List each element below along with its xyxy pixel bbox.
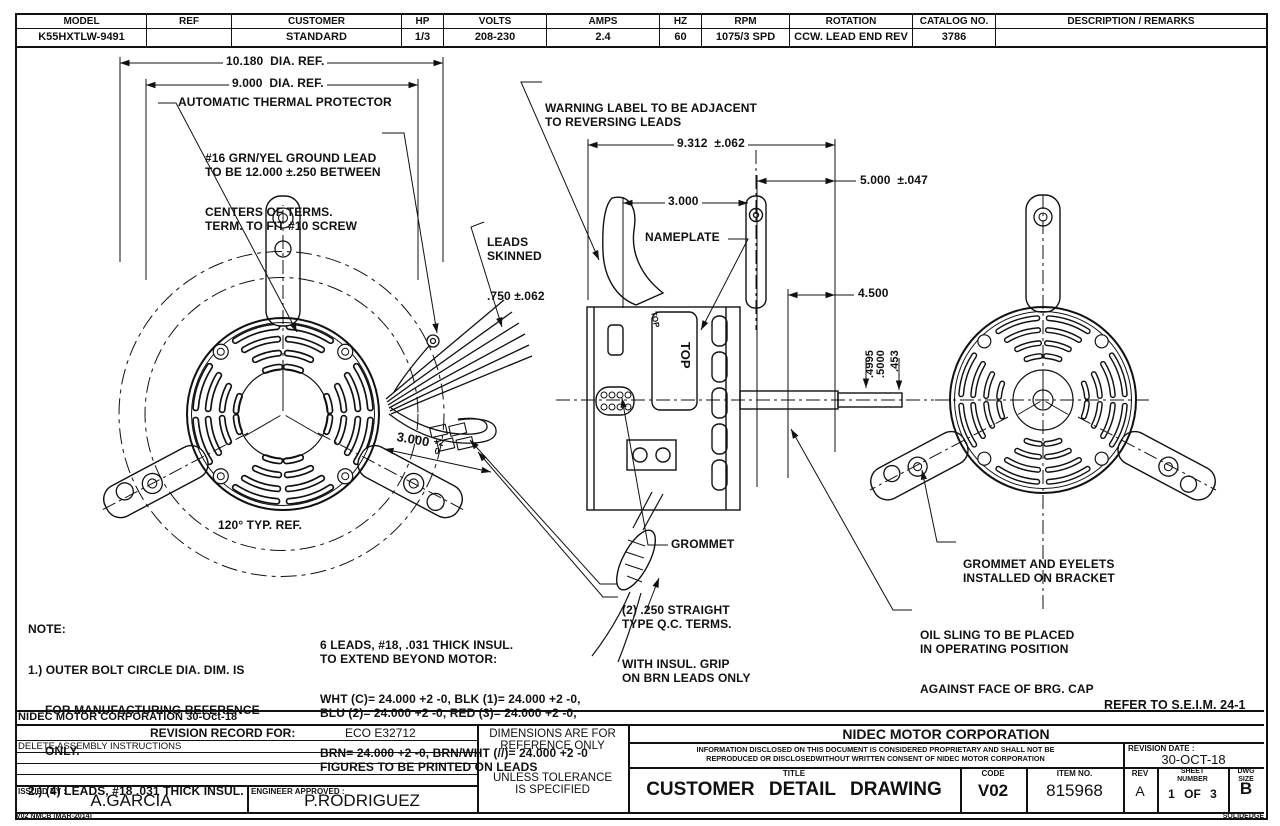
- spec-val-catalog: 3786: [913, 29, 996, 46]
- spec-val-hp: 1/3: [402, 29, 444, 46]
- note-block: NOTE: 1.) OUTER BOLT CIRCLE DIA. DIM. IS…: [28, 622, 260, 826]
- issued-by-name: A.GARCIA: [90, 791, 172, 810]
- code-value: V02: [977, 781, 1009, 800]
- right-row-line: [628, 767, 1264, 769]
- spec-col-volts: VOLTS: [444, 15, 547, 29]
- dim-shaft-453: .453: [889, 350, 901, 372]
- revision-entry: DELETE ASSEMBLY INSTRUCTIONS: [18, 741, 182, 752]
- leads-spec-block: 6 LEADS, #18, .031 THICK INSUL.TO EXTEND…: [320, 638, 588, 774]
- revision-record-label: REVISION RECORD FOR:: [150, 726, 296, 740]
- rev-row-line-5: [15, 785, 477, 787]
- spec-col-customer: CUSTOMER: [232, 15, 402, 29]
- engineer-approved-label: ENGINEER APPROVED :: [251, 787, 345, 796]
- spec-header-row: MODEL REF CUSTOMER HP VOLTS AMPS HZ RPM …: [17, 15, 1266, 29]
- thermal-protector-label: AUTOMATIC THERMAL PROTECTOR: [178, 95, 392, 109]
- dim-9312: 9.312 ±.062: [674, 136, 748, 151]
- dim-3000: 3.000: [665, 194, 702, 209]
- typ-ref-label: 120° TYP. REF.: [218, 518, 303, 532]
- item-no-label: ITEM NO.: [1056, 769, 1093, 778]
- drawing-title: CUSTOMER DETAIL DRAWING: [646, 779, 942, 800]
- nameplate-label: NAMEPLATE: [645, 230, 720, 244]
- divider-left: [477, 724, 479, 812]
- company-underline: [628, 742, 1264, 744]
- field-bottom-line: [15, 710, 1264, 712]
- spec-val-description: [996, 29, 1266, 46]
- eco-number: ECO E32712: [345, 726, 416, 740]
- sheet-number-value: 1 OF 3: [1168, 787, 1217, 801]
- item-divider: [1026, 767, 1028, 812]
- spec-col-description: DESCRIPTION / REMARKS: [996, 15, 1266, 29]
- spec-col-hz: HZ: [660, 15, 702, 29]
- rev-row-line-1: [15, 740, 477, 741]
- issued-by-label: ISSUED BY :: [18, 787, 66, 796]
- refer-seim-note: REFER TO S.E.I.M. 24-1: [1104, 698, 1246, 712]
- spec-val-volts: 208-230: [444, 29, 547, 46]
- form-code: V02 NMCB (MAR-2014): [16, 813, 92, 820]
- spec-val-ref: [147, 29, 232, 46]
- spec-val-amps: 2.4: [547, 29, 660, 46]
- spec-col-rotation: ROTATION: [790, 15, 913, 29]
- spec-val-rotation: CCW. LEAD END REV: [790, 29, 913, 46]
- spec-col-amps: AMPS: [547, 15, 660, 29]
- dwg-size-value: B: [1239, 779, 1253, 798]
- issued-divider: [247, 785, 249, 812]
- dim-5000: 5.000 ±.047: [860, 173, 928, 187]
- spec-col-ref: REF: [147, 15, 232, 29]
- company-name: NIDEC MOTOR CORPORATION: [842, 726, 1050, 742]
- proprietary-note: INFORMATION DISCLOSED ON THIS DOCUMENT I…: [696, 745, 1055, 763]
- spec-val-rpm: 1075/3 SPD: [702, 29, 790, 46]
- rev-label: REV: [1131, 769, 1149, 778]
- spec-table: MODEL REF CUSTOMER HP VOLTS AMPS HZ RPM …: [15, 13, 1268, 48]
- spec-val-hz: 60: [660, 29, 702, 46]
- code-label: CODE: [981, 769, 1005, 778]
- titleblock-bottom-line: [15, 812, 1264, 814]
- size-divider: [1228, 767, 1230, 812]
- spec-col-catalog: CATALOG NO.: [913, 15, 996, 29]
- rev-value: A: [1135, 783, 1145, 799]
- engineer-approved-name: P.RODRIGUEZ: [304, 791, 420, 810]
- title-label: TITLE: [782, 769, 806, 778]
- code-divider: [960, 767, 962, 812]
- item-no-value: 815968: [1046, 781, 1103, 800]
- spec-val-customer: STANDARD: [232, 29, 402, 46]
- spec-col-rpm: RPM: [702, 15, 790, 29]
- rev-divider: [1157, 767, 1159, 812]
- cad-system-note: SOLIDEDGE: [1222, 813, 1264, 820]
- dim-4500: 4.500: [858, 286, 889, 300]
- dim-outer-dia: 10.180 DIA. REF.: [223, 54, 328, 69]
- rev-row-line-2: [15, 752, 477, 753]
- spec-val-model: K55HXTLW-9491: [17, 29, 147, 46]
- spec-col-hp: HP: [402, 15, 444, 29]
- titleblock-top-line: [15, 724, 1264, 726]
- corp-date-line: NIDEC MOTOR CORPORATION 30-Oct-18: [18, 711, 238, 723]
- revdate-divider: [1123, 742, 1125, 812]
- revision-date-label: REVISION DATE :: [1128, 744, 1195, 753]
- dim-inner-dia: 9.000 DIA. REF.: [229, 76, 327, 91]
- rev-row-line-3: [15, 763, 477, 764]
- spec-value-row: K55HXTLW-9491 STANDARD 1/3 208-230 2.4 6…: [17, 29, 1266, 46]
- revision-date: 30-OCT-18: [1161, 752, 1226, 767]
- spec-col-model: MODEL: [17, 15, 147, 29]
- grommet-label: GROMMET: [671, 537, 735, 551]
- rev-row-line-4: [15, 774, 477, 775]
